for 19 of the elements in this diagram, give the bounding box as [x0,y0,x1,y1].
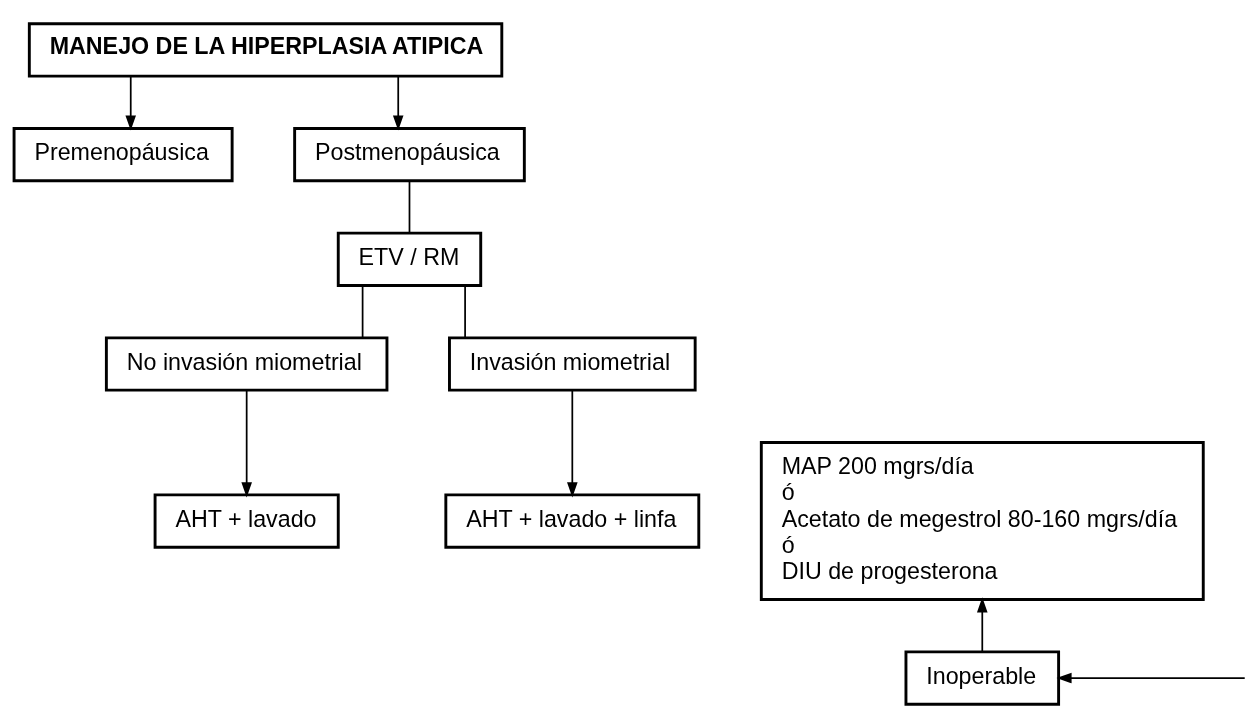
node-box: Premenopáusica [12,127,234,183]
arrow [977,597,988,653]
node-box: Inoperable [904,650,1061,706]
node-box: MAP 200 mgrs/día ó Acetato de megestrol 80-160 mgrs/día ó DIU de progesterona [759,441,1205,601]
node-box: AHT + lavado + linfa [444,493,701,549]
node-box: ETV / RM [336,231,483,287]
arrow [392,75,404,131]
connector [408,180,411,234]
node-box: No invasión miometrial [104,336,389,392]
connector [361,284,364,339]
node-box: AHT + lavado [153,493,340,549]
node-box: Postmenopáusica [293,127,526,183]
arrow [567,389,578,498]
node-box: MANEJO DE LA HIPERPLASIA ATIPICA [27,22,504,78]
arrow [1056,672,1246,684]
node-box: Invasión miometrial [448,336,697,392]
arrow [125,75,137,131]
arrow [241,389,252,498]
connector [464,284,466,339]
